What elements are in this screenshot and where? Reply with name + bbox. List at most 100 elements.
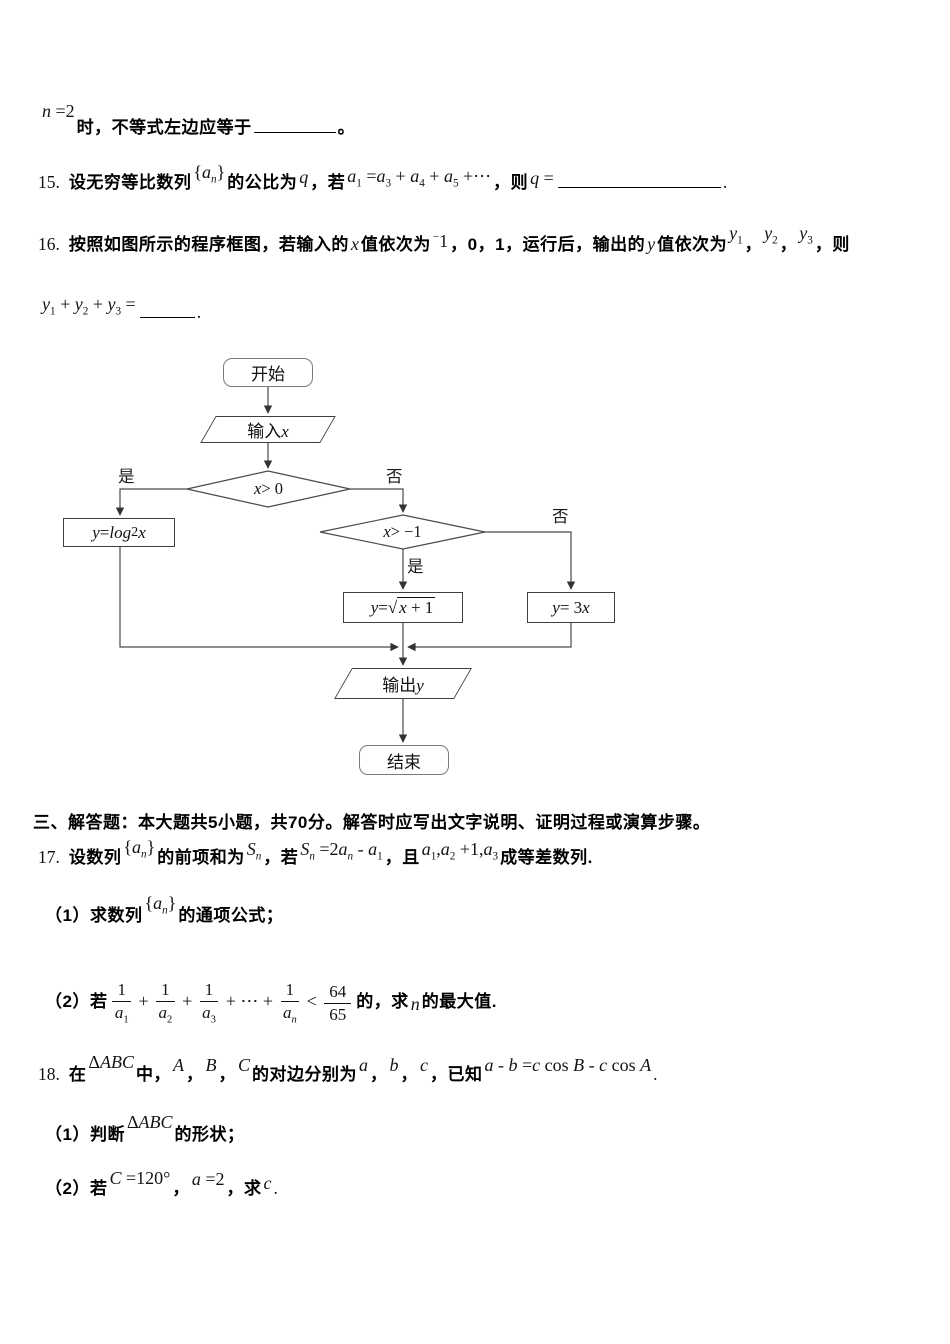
branch-label-no-1: 否 bbox=[386, 467, 403, 486]
text-fragment: . bbox=[196, 301, 202, 322]
math-fragment: a1 =a3 + a4 + a5 +⋯ bbox=[347, 166, 492, 190]
math-fragment: n bbox=[410, 994, 420, 1015]
text-fragment: 17. bbox=[38, 847, 60, 867]
flowchart-box-y-sqrt-x-plus-1: y = √x + 1 bbox=[343, 592, 463, 623]
text-fragment: 的，求 bbox=[356, 992, 409, 1012]
text-fragment: 设无穷等比数列 bbox=[68, 173, 192, 192]
answer-blank bbox=[557, 170, 721, 188]
math-fragment: {an} bbox=[144, 893, 177, 917]
math-fragment: y1 bbox=[729, 223, 743, 247]
math-fragment: c bbox=[263, 1173, 272, 1193]
text-fragment: 。 bbox=[337, 118, 356, 137]
math-fragment: B bbox=[205, 1055, 217, 1075]
text-fragment: ， bbox=[369, 1065, 388, 1084]
question-16-expression: y1 + y2 + y3 =. bbox=[40, 292, 201, 322]
math-fragment: y1 + y2 + y3 = bbox=[42, 293, 136, 318]
math-fragment: A bbox=[172, 1055, 184, 1075]
flowchart-input-label: 输入x bbox=[247, 422, 289, 441]
text-fragment: ， bbox=[779, 235, 798, 254]
text-fragment: 在 bbox=[68, 1065, 87, 1084]
text-fragment: ，0，1，运行后，输出的 bbox=[450, 235, 646, 254]
text-fragment: 的形状； bbox=[174, 1125, 245, 1144]
text-fragment: 16. bbox=[38, 234, 60, 254]
text-fragment: 的公比为 bbox=[227, 173, 298, 192]
text-fragment: 时，不等式左边应等于 bbox=[76, 118, 252, 137]
flowchart-output-label: 输出y bbox=[382, 676, 424, 695]
math-fragment: a =2 bbox=[191, 1169, 225, 1189]
math-fragment: y3 bbox=[799, 223, 813, 247]
answer-blank bbox=[139, 300, 195, 318]
math-fragment: a bbox=[358, 1055, 368, 1075]
math-fragment: q bbox=[299, 167, 309, 187]
edge-dec1-yes-to-log bbox=[115, 488, 187, 516]
math-fragment: x bbox=[350, 234, 359, 254]
math-fragment: Sn bbox=[246, 839, 262, 863]
text-fragment: ，若 bbox=[263, 848, 299, 867]
flowchart-output-node: 输出y bbox=[334, 668, 472, 699]
question-17-part-1: （1）求数列{an}的通项公式； bbox=[45, 893, 284, 929]
text-fragment: ， bbox=[185, 1065, 204, 1084]
branch-label-no-2: 否 bbox=[552, 507, 569, 526]
text-fragment: 值依次为 bbox=[360, 235, 431, 254]
math-fragment: q = bbox=[530, 168, 554, 188]
text-fragment: （1）求数列 bbox=[45, 906, 143, 925]
text-fragment: ，则 bbox=[814, 235, 850, 254]
text-fragment: ，求 bbox=[226, 1179, 262, 1198]
math-fragment: −1 bbox=[432, 231, 449, 251]
branch-label-yes-2: 是 bbox=[407, 557, 424, 576]
text-fragment: 的最大值. bbox=[421, 992, 497, 1012]
text-fragment: ，且 bbox=[384, 848, 420, 867]
text-fragment: ，若 bbox=[310, 173, 346, 192]
edge-3x-to-merge bbox=[407, 623, 572, 652]
text-fragment: 设数列 bbox=[68, 848, 122, 867]
text-fragment: （1）判断 bbox=[45, 1125, 125, 1144]
text-fragment: 成等差数列. bbox=[500, 848, 593, 867]
branch-label-yes-1: 是 bbox=[118, 467, 135, 486]
edge-dec2-no-to-3x bbox=[485, 531, 576, 590]
math-fragment: ΔABC bbox=[126, 1112, 173, 1132]
text-fragment: ， bbox=[172, 1179, 190, 1198]
text-fragment: 按照如图所示的程序框图，若输入的 bbox=[68, 235, 349, 254]
text-fragment: . bbox=[273, 1178, 278, 1198]
math-fragment: ΔABC bbox=[88, 1052, 134, 1072]
math-fragment: b bbox=[389, 1055, 399, 1075]
text-fragment: . bbox=[722, 172, 728, 192]
text-fragment: 的前项和为 bbox=[157, 848, 245, 867]
text-fragment: 18. bbox=[38, 1064, 60, 1084]
text-fragment: （2）若 bbox=[45, 1179, 108, 1198]
math-fragment: {an} bbox=[193, 162, 226, 186]
answer-blank bbox=[253, 115, 336, 133]
math-fragment: C =120° bbox=[109, 1168, 171, 1188]
text-fragment: （2）若 bbox=[45, 992, 108, 1012]
math-fragment: y2 bbox=[764, 223, 778, 247]
section-3-header: 三、解答题：本大题共5小题，共70分。解答时应写出文字说明、证明过程或演算步骤。 bbox=[33, 808, 710, 833]
flowchart-decision-x-gt-0-label: x > 0 bbox=[253, 479, 283, 498]
text-fragment: 15. bbox=[38, 172, 60, 192]
flowchart-decision-x-gt-neg1-label: x > −1 bbox=[383, 522, 422, 541]
text-fragment: ， bbox=[218, 1065, 236, 1084]
flowchart-end-node: 结束 bbox=[359, 745, 449, 775]
math-fragment: a1,a2 +1,a3 bbox=[421, 839, 499, 863]
text-fragment: 三、解答题：本大题共5小题，共70分。解答时应写出文字说明、证明过程或演算步骤。 bbox=[33, 813, 711, 832]
text-fragment: 的通项公式； bbox=[178, 906, 284, 925]
text-fragment: ， bbox=[744, 235, 763, 254]
text-fragment: 的对边分别为 bbox=[251, 1065, 357, 1084]
text-fragment: ，已知 bbox=[429, 1065, 483, 1084]
math-fragment: y bbox=[647, 234, 656, 254]
text-fragment: 值依次为 bbox=[657, 235, 728, 254]
text-fragment: . bbox=[653, 1064, 658, 1084]
flowchart-start-node: 开始 bbox=[223, 358, 313, 387]
flowchart-input-node: 输入x bbox=[200, 416, 336, 443]
